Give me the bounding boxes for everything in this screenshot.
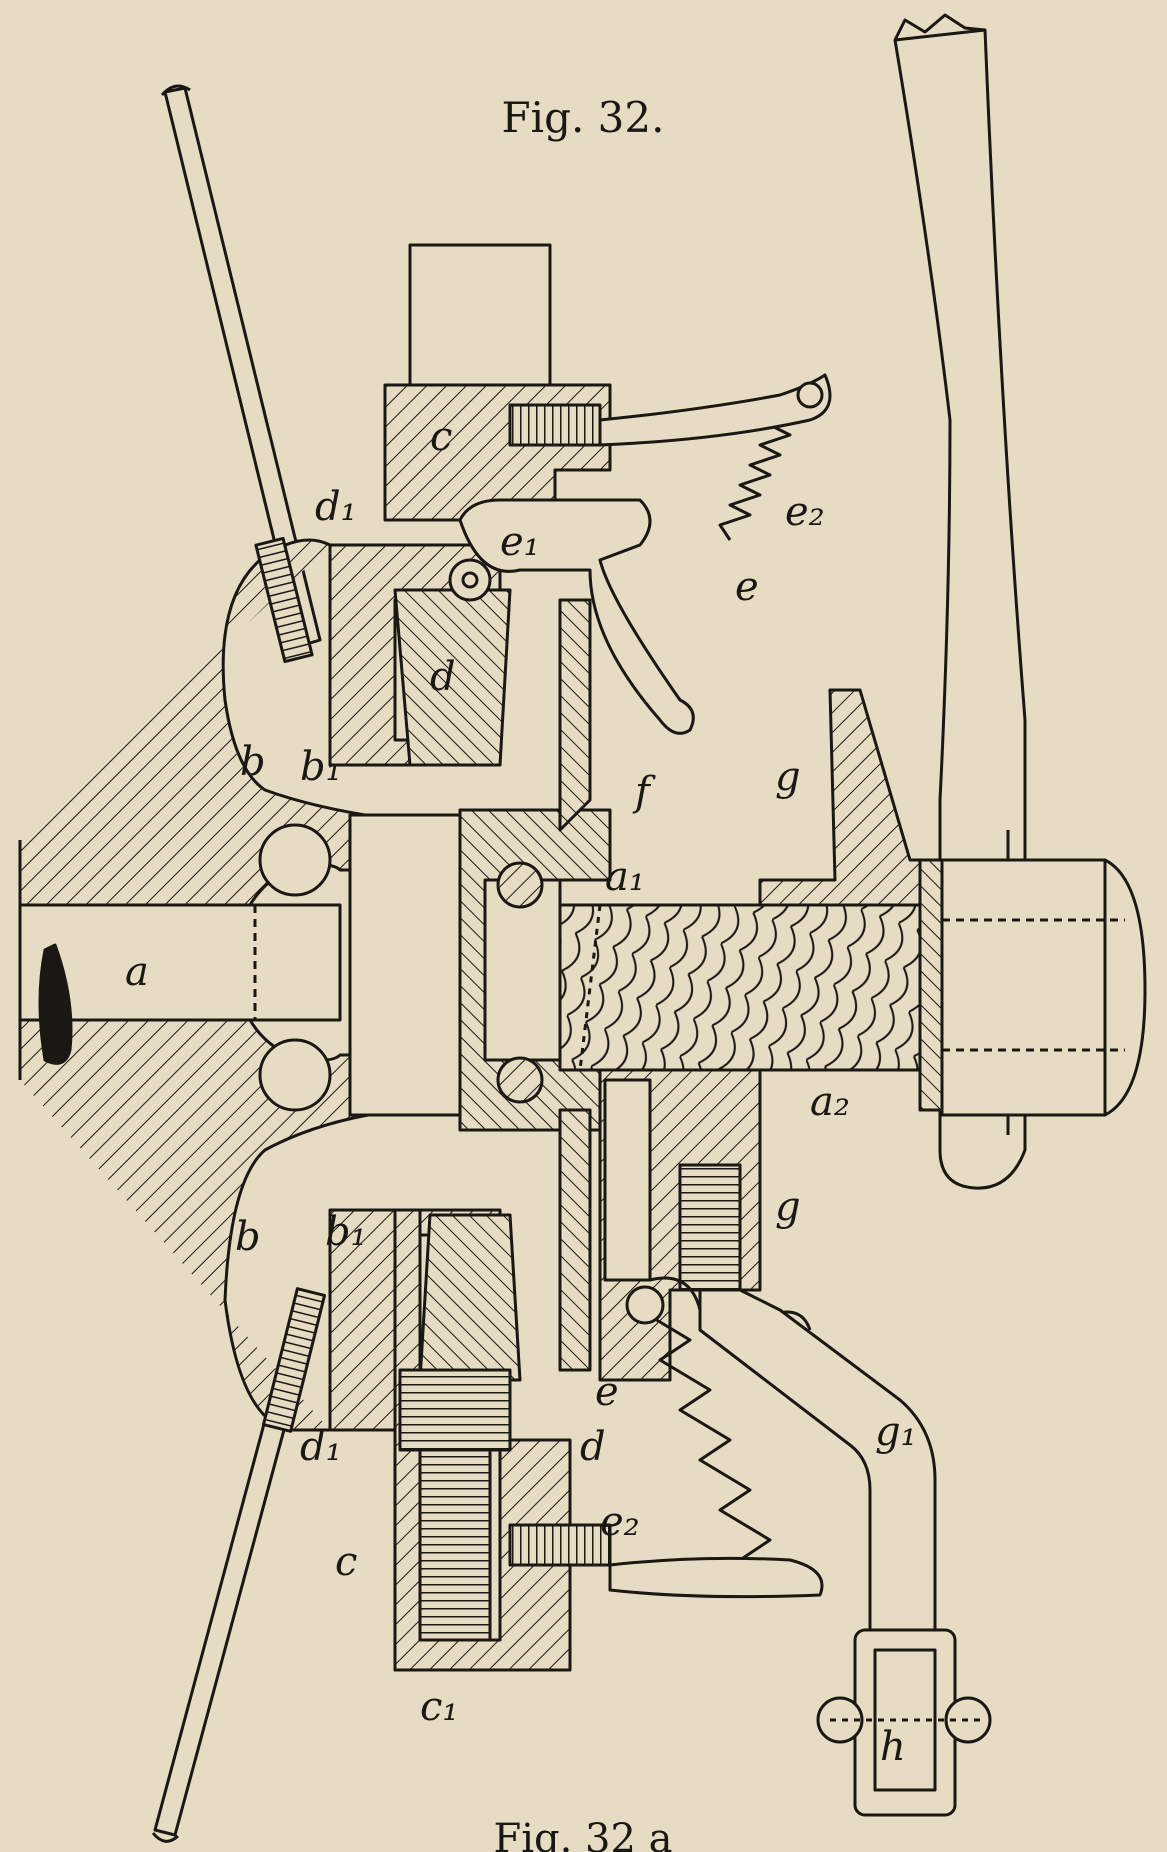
caption-top: Fig. 32.	[502, 93, 665, 142]
label-b1-lower: b₁	[325, 1209, 367, 1255]
label-g-upper: g	[775, 754, 801, 800]
twisted-shaft	[558, 903, 922, 1072]
washer	[918, 858, 944, 1112]
spring-e2-lower	[639, 1308, 801, 1592]
label-e2-lower: e₂	[600, 1499, 640, 1545]
part-c-upper	[383, 243, 612, 522]
lever-e-upper	[458, 498, 695, 735]
label-b-lower: b	[235, 1214, 261, 1260]
center-cylinder	[348, 813, 462, 1117]
hex-nut	[940, 858, 1147, 1117]
label-a1: a₁	[605, 854, 645, 900]
ball-lower	[258, 1038, 332, 1112]
arm-g1	[698, 1288, 937, 1652]
link-upper	[598, 373, 832, 447]
label-f: f	[632, 769, 656, 815]
label-c1: c₁	[420, 1684, 458, 1730]
label-g1: g₁	[875, 1409, 917, 1455]
label-a: a	[125, 949, 149, 995]
label-e1: e₁	[500, 519, 540, 565]
ball-upper	[258, 823, 332, 897]
label-b1-upper: b₁	[300, 744, 342, 790]
label-g-lower: g	[775, 1184, 801, 1230]
label-h: h	[880, 1724, 906, 1770]
upper-rod	[160, 84, 322, 648]
label-d-upper: d	[430, 654, 456, 700]
label-e-upper: e	[735, 564, 759, 610]
label-c-upper: c	[430, 414, 452, 460]
thread-lower-rod	[261, 1287, 327, 1433]
screw-g	[678, 1163, 742, 1292]
clevis-h	[816, 1628, 992, 1817]
cone-d-lower	[418, 1213, 522, 1382]
caption-bottom: Fig. 32 a	[493, 1816, 672, 1852]
pin-e-lower	[603, 1078, 652, 1282]
label-c-lower: c	[335, 1539, 357, 1585]
thread-upper-rod	[254, 536, 314, 664]
label-e-lower: e	[595, 1369, 619, 1415]
label-d1-upper: d₁	[315, 484, 357, 530]
label-b-upper: b	[240, 739, 266, 785]
spring-d1-lower	[398, 1368, 512, 1452]
flange-f	[558, 598, 592, 1372]
label-a2: a₂	[810, 1079, 850, 1125]
shaft-a	[18, 903, 342, 1065]
label-e2-upper: e₂	[785, 489, 825, 535]
label-d-lower: d	[580, 1424, 606, 1470]
label-d1-lower: d₁	[300, 1424, 342, 1470]
